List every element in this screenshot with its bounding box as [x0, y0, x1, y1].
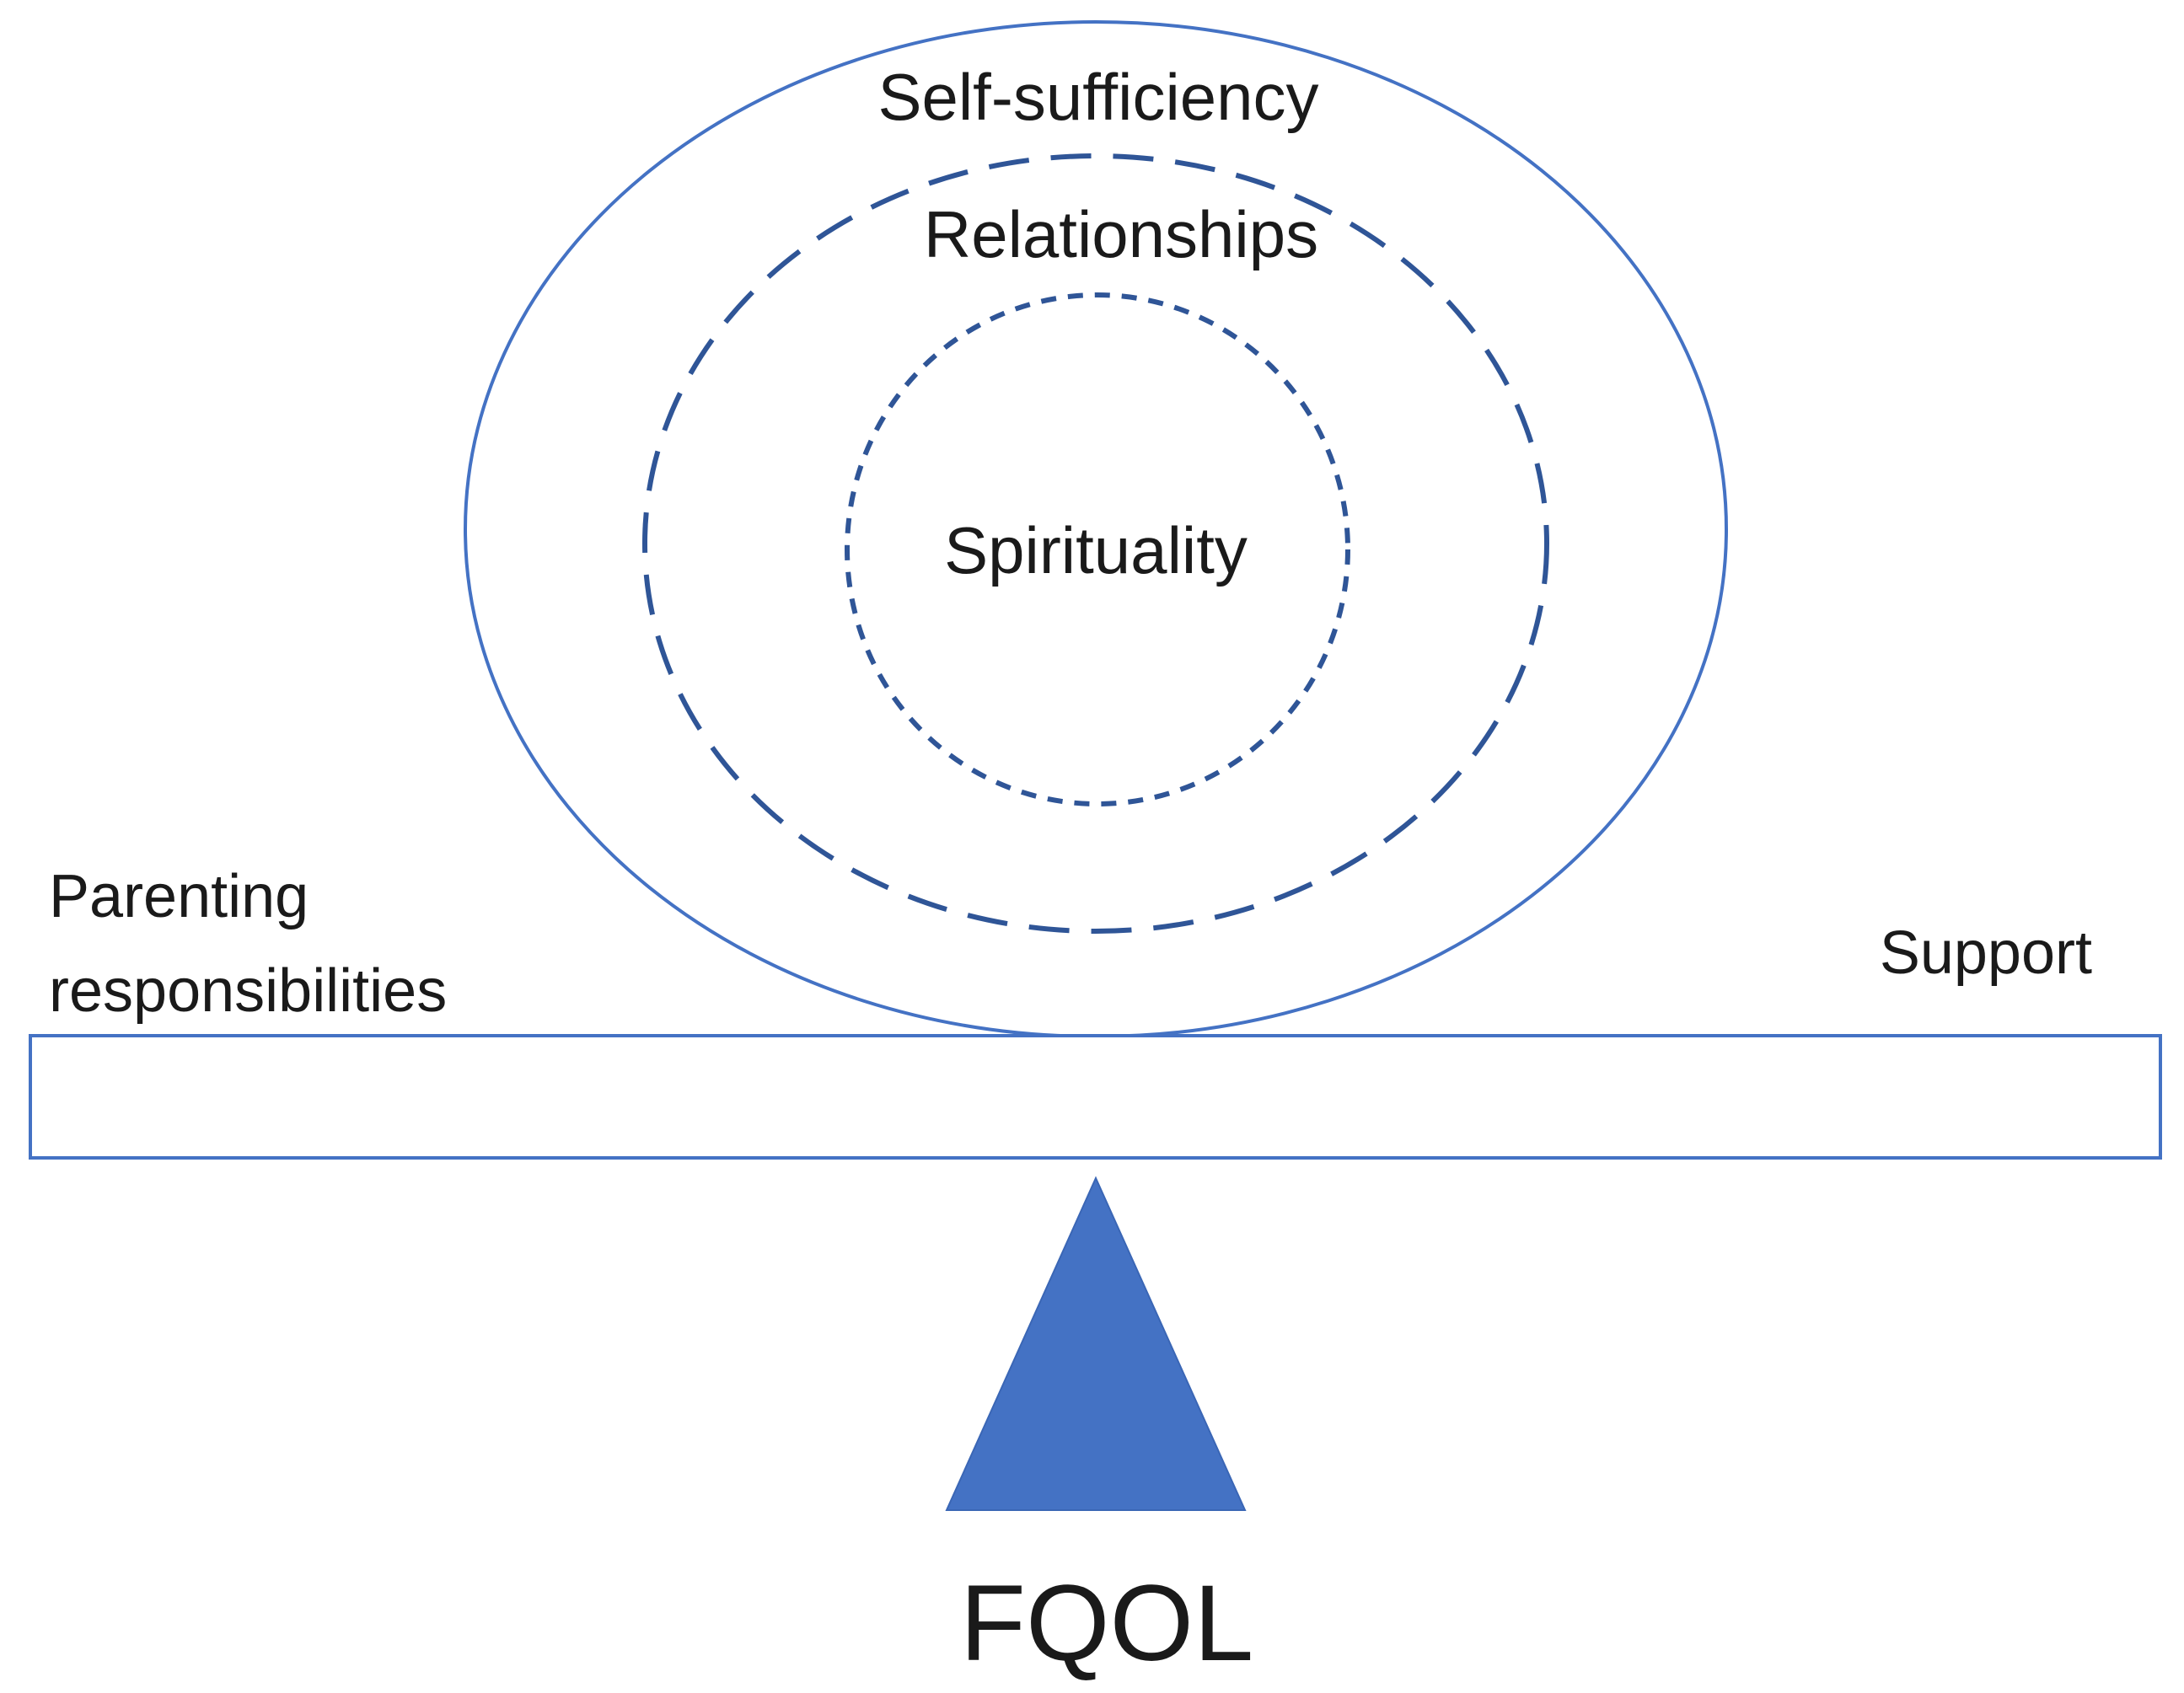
fulcrum-triangle — [945, 1176, 1247, 1511]
inner-ring — [845, 292, 1350, 806]
right-label: Support — [1880, 919, 2092, 987]
middle-ring-label: Relationships — [924, 197, 1318, 271]
left-label-line2: responsibilities — [49, 957, 447, 1025]
middle-ring — [642, 153, 1549, 934]
balance-beam — [29, 1034, 2162, 1160]
inner-ring-label: Spirituality — [944, 513, 1248, 587]
fulcrum-label: FQOL — [960, 1563, 1254, 1684]
outer-ring-label: Self-sufficiency — [877, 60, 1318, 134]
left-label-line1: Parenting — [49, 863, 309, 930]
